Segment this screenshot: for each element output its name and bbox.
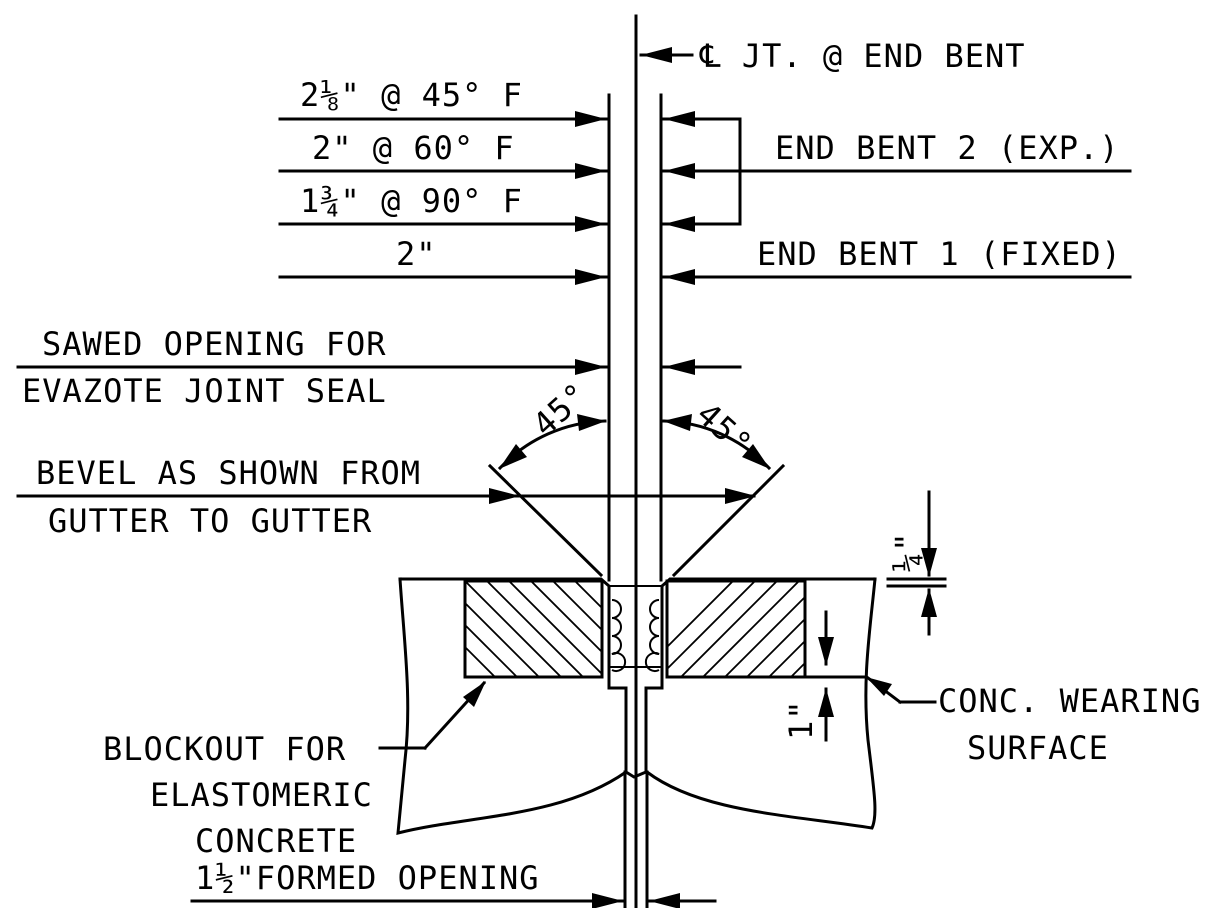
one-inch-dimension: [818, 610, 834, 742]
centerline-label: ℄ JT. @ END BENT: [699, 37, 1026, 75]
blockout-left: [463, 579, 604, 679]
sawed-opening-line1: SAWED OPENING FOR: [42, 325, 387, 363]
one-inch-label: 1": [782, 699, 820, 740]
gap-60f-label: 2" @ 60° F: [312, 129, 515, 167]
bevel-angle-marks: [487, 414, 786, 578]
sawed-opening-line2: EVAZOTE JOINT SEAL: [22, 372, 387, 410]
quarter-inch-dimension: [886, 490, 947, 636]
blockout-line2: ELASTOMERIC: [150, 776, 373, 814]
bevel-line2: GUTTER TO GUTTER: [48, 502, 372, 540]
formed-opening-label: 1½"FORMED OPENING: [195, 859, 540, 897]
end-bent-1-label: END BENT 1 (FIXED): [757, 235, 1122, 273]
wearing-surface-leader: [865, 675, 937, 705]
gap-45f-label: 2⅛" @ 45° F: [300, 76, 523, 114]
wearing-surface-line1: CONC. WEARING: [938, 682, 1201, 720]
right-dimension-leaders: [662, 111, 1132, 375]
gap-90f-label: 1¾" @ 90° F: [300, 182, 523, 220]
end-bent-2-label: END BENT 2 (EXP.): [775, 129, 1120, 167]
quarter-inch-label: ¼": [888, 531, 926, 572]
joint-seal: [611, 599, 660, 672]
left-dimension-leaders: [16, 111, 756, 504]
angle-left-label: 45°: [525, 375, 596, 444]
bevel-line1: BEVEL AS SHOWN FROM: [36, 454, 421, 492]
blockout-leader: [378, 680, 487, 751]
centerline-callout: ℄ JT. @ END BENT: [639, 37, 1026, 75]
formed-opening-dimension: [190, 893, 717, 908]
arrowhead: [641, 47, 672, 63]
blockout-line1: BLOCKOUT FOR: [103, 730, 346, 768]
blockout-line3: CONCRETE: [195, 822, 357, 860]
gap-fixed-label: 2": [396, 235, 437, 273]
blockout-right: [665, 579, 807, 679]
wearing-surface-line2: SURFACE: [967, 729, 1109, 767]
joint-centerlines: [607, 14, 663, 908]
